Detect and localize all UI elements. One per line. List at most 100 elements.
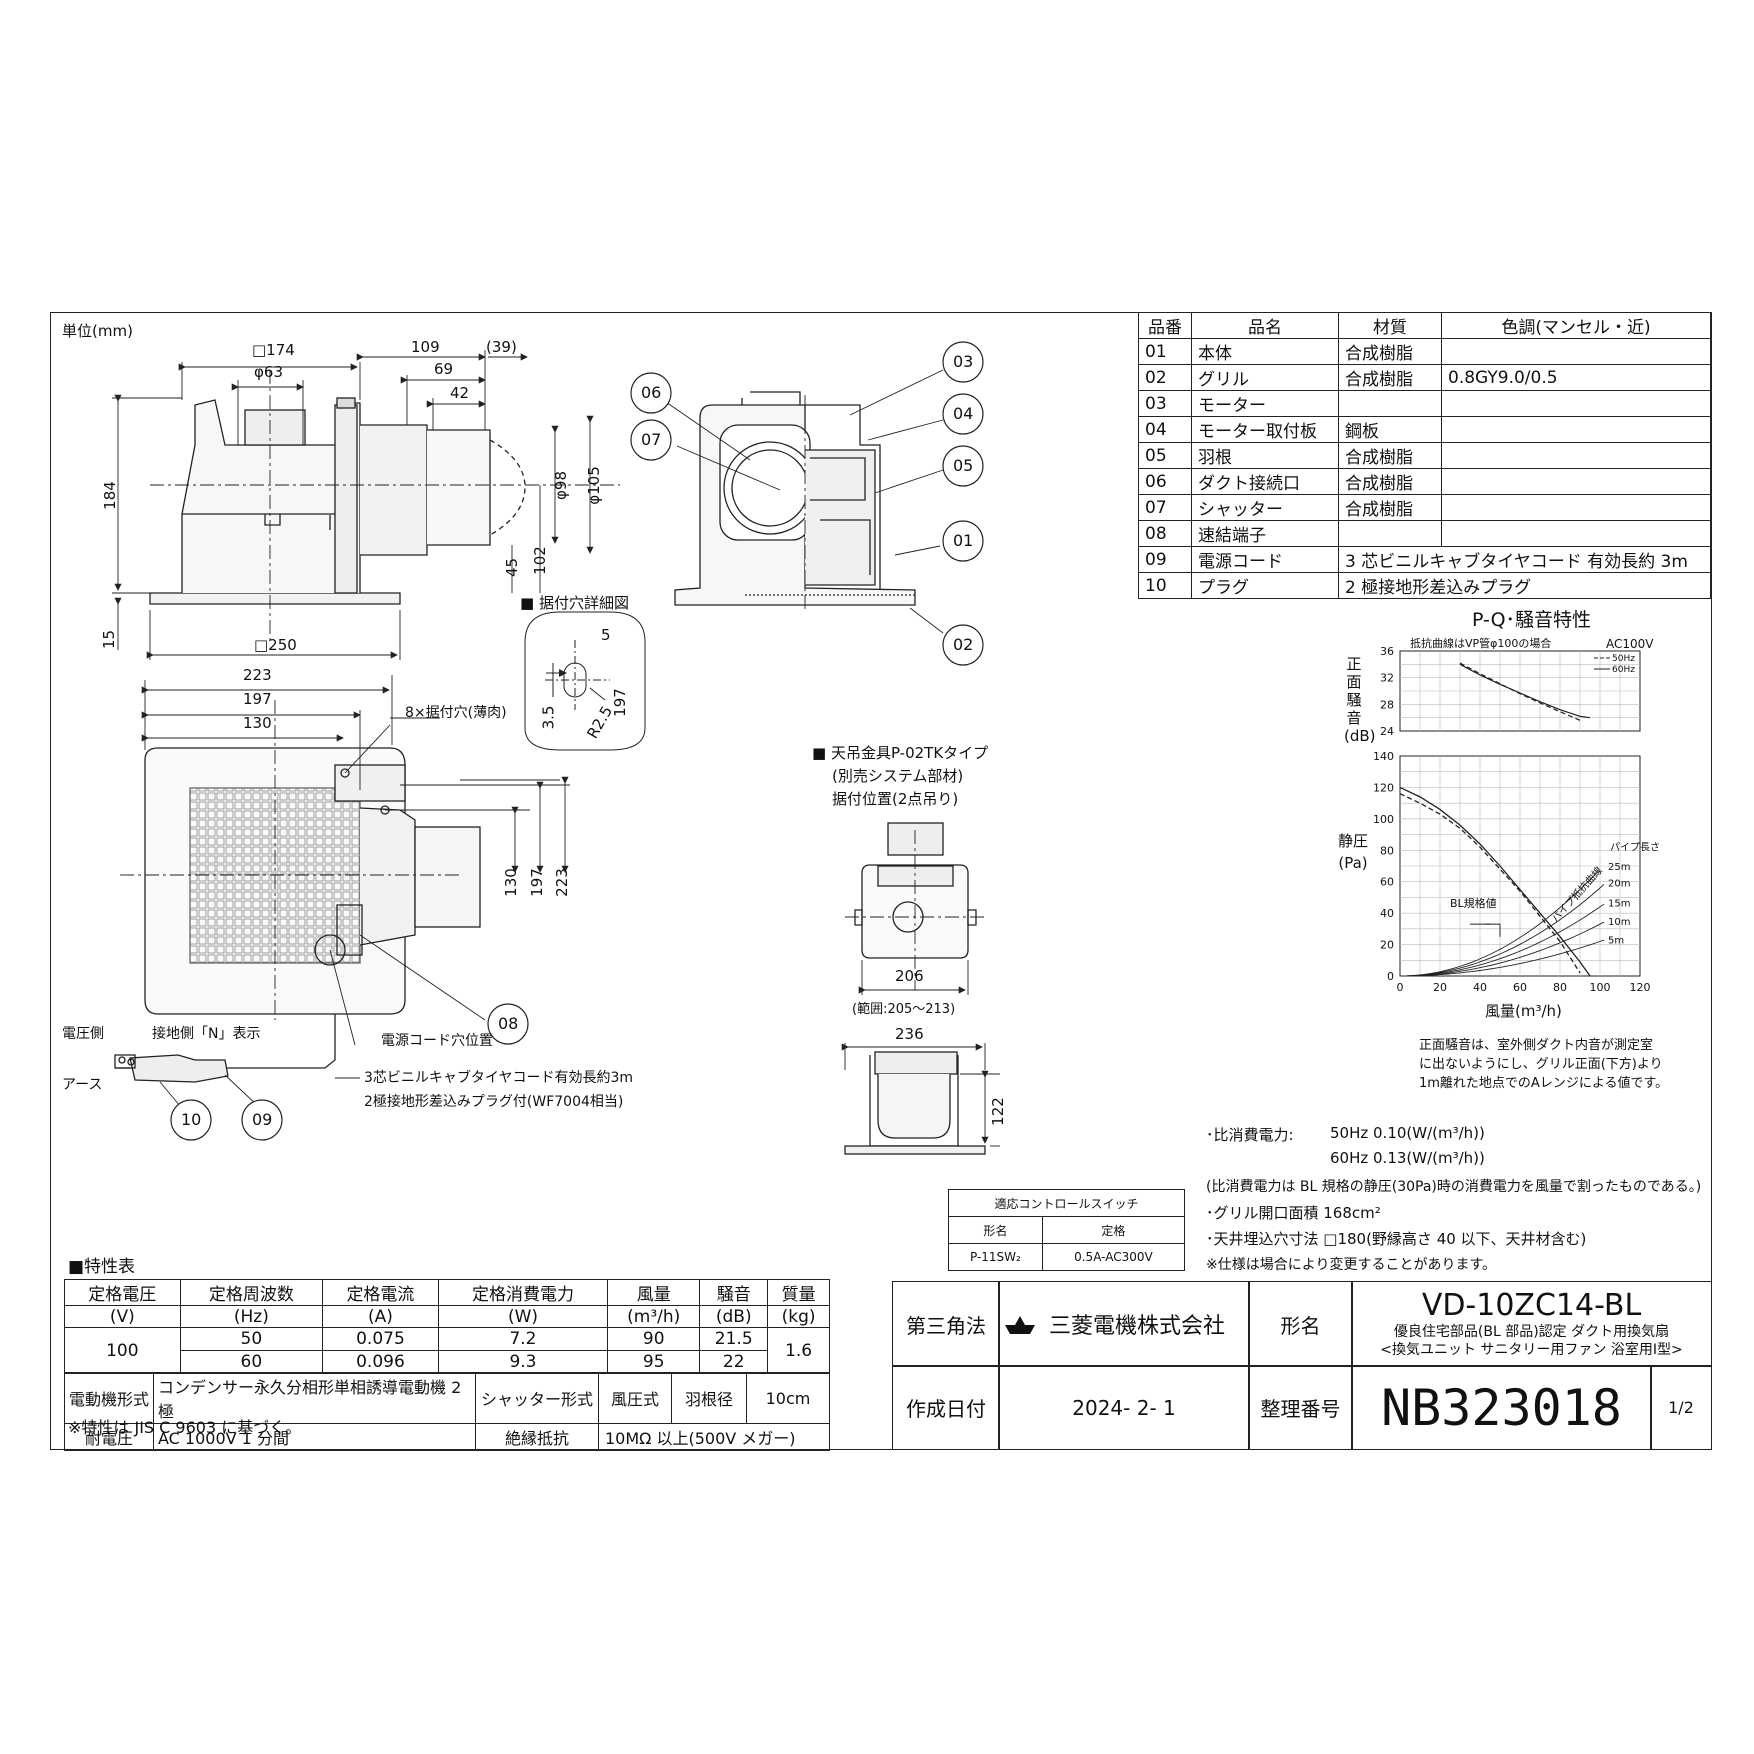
callout-03: 03 [953, 352, 974, 371]
spec-withstand-label: 耐電圧 [64, 1423, 154, 1451]
parts-cell: 06 [1138, 468, 1192, 495]
spec-voltage: 100 [64, 1327, 181, 1374]
plug-label: 2極接地形差込みプラグ付(WF7004相当) [364, 1094, 624, 1110]
spec-r2-noise: 22 [699, 1350, 769, 1374]
callout-10: 10 [181, 1110, 202, 1129]
spec-insulation-label: 絶縁抵抗 [475, 1423, 599, 1451]
parts-col-color: 色調(マンセル・近) [1441, 312, 1711, 339]
hanger-sub1: (別売システム部材) [832, 767, 964, 785]
spec-u-power: (W) [437, 1305, 609, 1328]
dim-45: 45 [503, 557, 522, 578]
parts-cell: 合成樹脂 [1338, 468, 1442, 495]
chart-title: P-Q･騒音特性 [1472, 609, 1592, 631]
title-block: 第三角法 三菱電機株式会社 形名 VD-10ZC14-BL 優良住宅部品(BL … [892, 1281, 1712, 1450]
pq-ytick-label: 120 [1373, 781, 1394, 794]
tb-model: VD-10ZC14-BL [1421, 1288, 1642, 1323]
pq-xtick-label: 100 [1590, 981, 1611, 994]
specs-title: ■特性表 [68, 1257, 136, 1277]
spec-h-power: 定格消費電力 [437, 1279, 609, 1306]
parts-cell: 07 [1138, 494, 1192, 521]
voltage-side-label: 電圧側 [62, 1026, 104, 1042]
callout-05: 05 [953, 456, 974, 475]
resistance-curve-label: 10m [1608, 917, 1630, 928]
noise-tick-label: 24 [1380, 725, 1394, 738]
parts-cell: モーター [1191, 390, 1339, 417]
parts-cell: 速結端子 [1191, 520, 1339, 547]
pq-xtick-label: 20 [1433, 981, 1447, 994]
spec-u-freq: (Hz) [179, 1305, 324, 1328]
mount-hole-detail [524, 611, 646, 751]
unit-label: 単位(mm) [62, 322, 133, 340]
hanger-sub2: 据付位置(2点吊り) [832, 790, 959, 808]
spec-shutter-label: シャッター形式 [475, 1372, 599, 1424]
hanger-view [841, 822, 1000, 1155]
resistance-curve-20m [1399, 884, 1605, 977]
resistance-curve-label: 15m [1608, 899, 1630, 910]
callout-09: 09 [252, 1110, 273, 1129]
pipe-length-title: パイプ長さ [1610, 841, 1660, 853]
parts-cell: 0.8GY9.0/0.5 [1441, 364, 1711, 391]
noise-series-50Hz [1459, 662, 1581, 721]
parts-cell [1338, 520, 1442, 547]
spec-r1-current: 0.075 [322, 1327, 439, 1351]
tb-company: 三菱電機株式会社 [998, 1281, 1250, 1367]
tb-ref-label: 整理番号 [1248, 1365, 1353, 1450]
dim-v197: 197 [527, 868, 546, 897]
tb-page: 1/2 [1650, 1365, 1712, 1450]
pq-ytick-label: 0 [1387, 970, 1394, 983]
dim-250: □250 [254, 636, 297, 654]
parts-cell [1441, 390, 1711, 417]
spec-u-current: (A) [322, 1305, 439, 1328]
parts-cell: 02 [1138, 364, 1192, 391]
callout-04: 04 [953, 404, 974, 423]
parts-cell: プラグ [1191, 572, 1339, 599]
spec-h-mass: 質量 [767, 1279, 830, 1306]
dim-223: 223 [243, 666, 272, 684]
dim-130: 130 [243, 714, 272, 732]
parts-cell [1441, 442, 1711, 469]
parts-cell [1441, 494, 1711, 521]
callout-02: 02 [953, 635, 974, 654]
detail-5: 5 [601, 626, 611, 644]
spec-h-noise: 騒音 [699, 1279, 769, 1306]
spec-r1-noise: 21.5 [699, 1327, 769, 1351]
resistance-curve-label: 25m [1608, 862, 1630, 873]
hanger-236: 236 [895, 1025, 924, 1043]
pq-xtick-label: 60 [1513, 981, 1527, 994]
pq-series-50Hz [1399, 793, 1581, 974]
note-power-def: (比消費電力は BL 規格の静圧(30Pa)時の消費電力を風量で割ったものである… [1206, 1179, 1702, 1195]
resistance-label: パイプ抵抗曲線 [1549, 864, 1606, 925]
front-view [149, 370, 620, 640]
tb-projection: 第三角法 [892, 1281, 1000, 1367]
dim-42: 42 [450, 384, 470, 402]
resistance-curve-10m [1399, 921, 1605, 977]
pq-ytick-label: 40 [1380, 907, 1394, 920]
noise-series-60Hz [1459, 663, 1591, 719]
hanger-206: 206 [895, 967, 924, 985]
mount-holes-label: 8×据付穴(薄肉) [405, 705, 507, 721]
callout-01: 01 [953, 531, 974, 550]
parts-cell: 2 極接地形差込みプラグ [1338, 572, 1711, 599]
spec-r2-freq: 60 [179, 1350, 324, 1374]
dim-15: 15 [100, 629, 119, 650]
pq-ytick-label: 80 [1380, 844, 1394, 857]
parts-cell: 05 [1138, 442, 1192, 469]
dim-v223: 223 [552, 868, 571, 897]
note-change: ※仕様は場合により変更することがあります。 [1206, 1257, 1497, 1273]
note-ceiling-hole: ･天井埋込穴寸法 □180(野縁高さ 40 以下、天井材含む) [1206, 1230, 1587, 1248]
parts-cell: 電源コード [1191, 546, 1339, 573]
parts-col-material: 材質 [1338, 312, 1442, 339]
tb-model-label: 形名 [1248, 1281, 1353, 1367]
cord-label: 3芯ビニルキャブタイヤコード有効長約3m [364, 1070, 634, 1086]
dim-v130: 130 [501, 868, 520, 897]
hanger-range: (範囲:205～213) [852, 1002, 956, 1017]
callout-08: 08 [498, 1014, 519, 1033]
chart-supply: AC100V [1606, 637, 1654, 651]
parts-header: 品番 品名 材質 色調(マンセル・近) [1138, 312, 1711, 339]
